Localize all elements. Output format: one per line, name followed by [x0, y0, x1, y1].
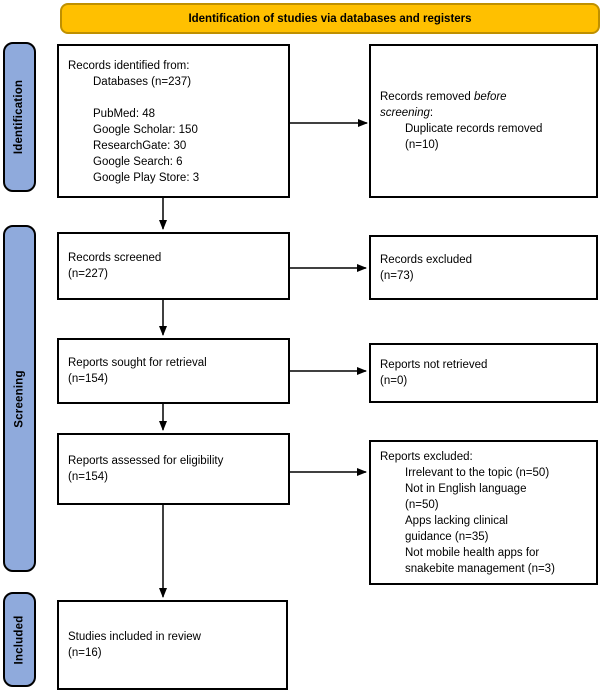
records-removed-italic2: screening — [380, 107, 430, 119]
reports-sought-count: (n=154) — [68, 373, 108, 385]
records-excluded-text: Records excluded — [380, 253, 473, 266]
spacer — [68, 90, 284, 106]
reports-assessed-text: Reports assessed for eligibility — [68, 455, 224, 467]
stage-included-label: Included — [13, 615, 26, 664]
source-researchgate: ResearchGate: 30 — [93, 140, 187, 152]
records-removed-item-line2: (n=10) — [405, 139, 439, 151]
reports-not-retrieved-count: (n=0) — [380, 375, 408, 387]
reports-not-retrieved-text: Reports not retrieved — [380, 359, 488, 371]
header-title: Identification of studies via databases … — [188, 12, 472, 25]
records-identified-intro: Records identified from: — [68, 60, 190, 72]
source-pubmed: PubMed: 48 — [93, 108, 156, 120]
studies-included-text: Studies included in review — [68, 631, 201, 643]
stage-screening-label: Screening — [13, 369, 26, 428]
records-removed-colon: : — [429, 107, 434, 119]
reason-not-mobile-line1: Not mobile health apps for — [405, 547, 540, 559]
reason-not-english-line1: Not in English language — [405, 483, 527, 495]
reason-not-english-line2: (n=50) — [405, 499, 439, 511]
reason-irrelevant: Irrelevant to the topic (n=50) — [405, 467, 550, 479]
source-google-play: Google Play Store: 3 — [93, 172, 200, 184]
records-screened-text: Records screened — [68, 252, 162, 264]
records-removed-text: Records removed — [380, 91, 474, 103]
box-studies-included: Studies included in review (n=16) — [57, 600, 288, 690]
records-removed-heading-line2: screening: — [380, 105, 592, 121]
box-records-identified: Records identified from: Databases (n=23… — [57, 44, 290, 198]
stage-identification-label: Identification — [13, 79, 26, 155]
reason-not-mobile-line2: snakebite management (n=3) — [405, 563, 555, 575]
records-excluded-count: (n=73) — [380, 269, 414, 282]
box-records-screened: Records screened (n=227) — [57, 232, 290, 300]
box-reports-not-retrieved: Reports not retrieved (n=0) — [369, 343, 598, 403]
header-banner: Identification of studies via databases … — [60, 3, 600, 34]
reports-sought-text: Reports sought for retrieval — [68, 357, 207, 369]
records-removed-italic1: before — [473, 91, 507, 103]
records-removed-item-line1: Duplicate records removed — [405, 123, 543, 135]
box-reports-excluded: Reports excluded: Irrelevant to the topi… — [369, 440, 598, 585]
records-identified-database-total: Databases (n=237) — [93, 76, 192, 88]
stage-screening: Screening — [3, 225, 36, 572]
box-reports-sought: Reports sought for retrieval (n=154) — [57, 338, 290, 404]
source-google-search: Google Search: 6 — [93, 156, 183, 168]
reason-lacking-guidance-line1: Apps lacking clinical — [405, 515, 508, 527]
records-removed-heading-line1: Records removed before — [380, 89, 592, 105]
stage-identification: Identification — [3, 42, 36, 192]
reason-lacking-guidance-line2: guidance (n=35) — [405, 531, 489, 543]
box-reports-assessed: Reports assessed for eligibility (n=154) — [57, 433, 290, 505]
source-google-scholar: Google Scholar: 150 — [93, 124, 198, 136]
reports-excluded-heading: Reports excluded: — [380, 451, 473, 463]
box-records-excluded: Records excluded (n=73) — [369, 235, 598, 300]
reports-assessed-count: (n=154) — [68, 471, 108, 483]
stage-included: Included — [3, 592, 36, 687]
studies-included-count: (n=16) — [68, 647, 102, 659]
box-records-removed: Records removed before screening: Duplic… — [369, 44, 598, 198]
records-screened-count: (n=227) — [68, 268, 108, 280]
